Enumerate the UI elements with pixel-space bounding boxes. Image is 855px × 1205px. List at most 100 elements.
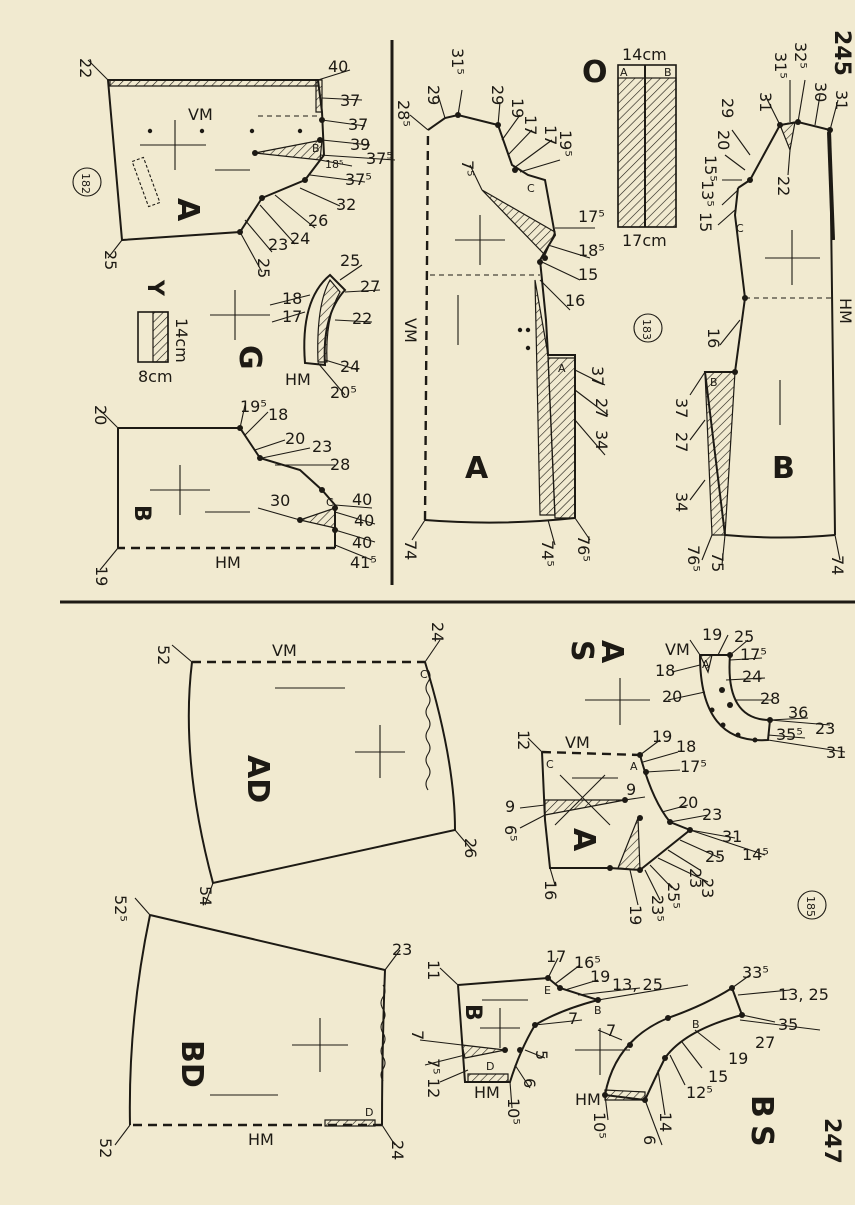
piece-183-A-vm: VM <box>401 318 420 343</box>
piece-185-B-mark-d: D <box>486 1060 494 1073</box>
piece-185-S-vm: VM <box>665 640 690 659</box>
rect-O: A B 14cm 17cm <box>617 45 677 250</box>
piece-182-B-labels: 20 19⁵ 18 20 23 28 30 40 40 40 41⁵ 19 <box>91 397 377 586</box>
label-185AD-0: 52 <box>154 645 173 665</box>
label-182A-6: 18⁵ <box>325 158 343 171</box>
label-183B-6: 20 <box>714 130 733 150</box>
label-185Sb-2: 35 <box>778 1015 798 1034</box>
section-S-bottom: S <box>744 1125 779 1147</box>
label-182B-1: 19⁵ <box>240 397 267 416</box>
piece-185-B-mark-e: E <box>544 984 551 997</box>
label-185AD-2: 26 <box>461 838 480 858</box>
piece-185-A-mark-a: A <box>630 760 638 773</box>
label-185Sb-3: 7 <box>606 1021 616 1040</box>
label-185St-7: 36 <box>788 703 808 722</box>
label-183B-15: 76⁵ <box>684 545 703 572</box>
label-182B-2: 18 <box>268 405 288 424</box>
piece-182-A-mark-b: B <box>312 142 320 155</box>
piece-182-G-labels: 25 27 22 24 20⁵ 18 17 <box>282 251 380 402</box>
label-182B-8: 40 <box>354 511 374 530</box>
label-185St-3: 17⁵ <box>740 645 767 664</box>
label-185BD-0: 52⁵ <box>111 895 130 922</box>
label-185St-9: 35⁵ <box>776 725 803 744</box>
label-183B-16: 75 <box>708 552 727 572</box>
label-185Sb-4: 27 <box>755 1033 775 1052</box>
rect-Y: 14cm 8cm <box>137 311 191 386</box>
piece-185-B-mark-b: B <box>594 1004 602 1017</box>
piece-183-B-hm: HM <box>836 298 855 324</box>
label-185A-6: 6⁵ <box>501 825 520 842</box>
label-185Sb-5: 19 <box>728 1049 748 1068</box>
label-182B-6: 30 <box>270 491 290 510</box>
figure-number-183: 183 <box>640 319 653 340</box>
label-185Sb-0: 33⁵ <box>742 963 769 982</box>
label-183B-0: 29 <box>718 98 737 118</box>
label-183A-18: 74 <box>401 540 420 560</box>
label-182A-8: 32 <box>336 195 356 214</box>
piece-185-AD: AD VM C 52 24 26 54 <box>154 622 480 906</box>
piece-185-A-mark-c: C <box>546 758 554 771</box>
label-182G-5: 18 <box>282 289 302 308</box>
label-182B-9: 40 <box>352 533 372 552</box>
label-182A-2: 37 <box>340 91 360 110</box>
piece-185-A-labels: 12 19 18 17⁵ 9 9 6⁵ 20 23 31 14⁵ 25 23 2… <box>501 727 769 925</box>
label-185St-1: 25 <box>734 627 754 646</box>
label-185AD-1: 24 <box>428 622 447 642</box>
label-182B-4: 23 <box>312 437 332 456</box>
label-185BD-1: 23 <box>392 940 412 959</box>
label-182A-12: 25 <box>254 258 273 278</box>
label-185A-5: 9 <box>626 780 636 799</box>
label-183A-13: 37 <box>588 366 607 386</box>
piece-185-S-mark-a: A <box>702 658 710 671</box>
label-182A-5: 37⁵ <box>366 149 393 168</box>
piece-182-G-letter: G <box>232 345 267 370</box>
figure-number-182: 182 <box>79 173 92 194</box>
label-185A-1: 19 <box>652 727 672 746</box>
label-183A-17: 74⁵ <box>538 540 557 567</box>
section-O: O <box>582 55 608 90</box>
label-182B-5: 28 <box>330 455 350 474</box>
label-183A-2: 31⁵ <box>448 48 467 75</box>
label-185St-0: 19 <box>702 625 722 644</box>
label-183A-9: 17⁵ <box>578 207 605 226</box>
label-183B-14: 34 <box>672 492 691 512</box>
label-185A-17: 16 <box>541 880 560 900</box>
label-183A-8: 7⁵ <box>458 160 477 177</box>
label-185A-8: 23 <box>702 805 722 824</box>
label-182G-3: 24 <box>340 357 360 376</box>
piece-183-A-mark-a: A <box>558 362 566 375</box>
section-B-bottom: B <box>744 1095 779 1118</box>
label-182B-10: 41⁵ <box>350 553 377 572</box>
label-185B-5: 7 <box>568 1009 578 1028</box>
label-183A-6: 17 <box>541 125 560 145</box>
piece-185-BD-hm: HM <box>248 1130 274 1149</box>
piece-183-B-labels: 29 31 31⁵ 32⁵ 30 31 20 15⁵ 13⁵ 15 22 16 … <box>672 42 851 575</box>
label-185BD-2: 24 <box>388 1140 407 1160</box>
piece-185-B-letter: B <box>460 1004 485 1021</box>
label-182B-11: 19 <box>92 566 111 586</box>
label-183A-3: 29 <box>488 85 507 105</box>
label-185B-4: 13, 25 <box>612 975 663 994</box>
label-182G-4: 20⁵ <box>330 383 357 402</box>
label-183B-5: 31 <box>832 90 851 110</box>
piece-183-B-letter: B <box>772 451 795 486</box>
piece-182-A-vm: VM <box>188 105 213 124</box>
rect-O-top: 14cm <box>622 45 667 64</box>
page-number-bottom: 247 <box>819 1118 844 1164</box>
piece-183-A: A VM A C 28⁵ 29 31⁵ 29 19 17 17 19 <box>394 48 611 567</box>
label-185A-15: 23⁵ <box>648 895 667 922</box>
piece-182-B-hm: HM <box>215 553 241 572</box>
piece-182-B-mark-c: C <box>326 496 334 509</box>
label-183A-4: 19 <box>508 98 527 118</box>
label-185A-10: 14⁵ <box>742 845 769 864</box>
piece-182-G-hm: HM <box>285 370 311 389</box>
label-185A-4: 9 <box>505 797 515 816</box>
label-182A-9: 26 <box>308 211 328 230</box>
label-183A-7: 19⁵ <box>556 130 575 157</box>
piece-185-AD-vm: VM <box>272 641 297 660</box>
piece-182-G: G HM 25 27 22 24 20⁵ 18 17 <box>210 251 380 402</box>
label-182G-1: 27 <box>360 277 380 296</box>
piece-185-S-hm: HM <box>575 1090 601 1109</box>
piece-185-S-top-labels: 19 25 18 17⁵ 24 20 28 36 23 35⁵ 31 <box>655 625 846 762</box>
